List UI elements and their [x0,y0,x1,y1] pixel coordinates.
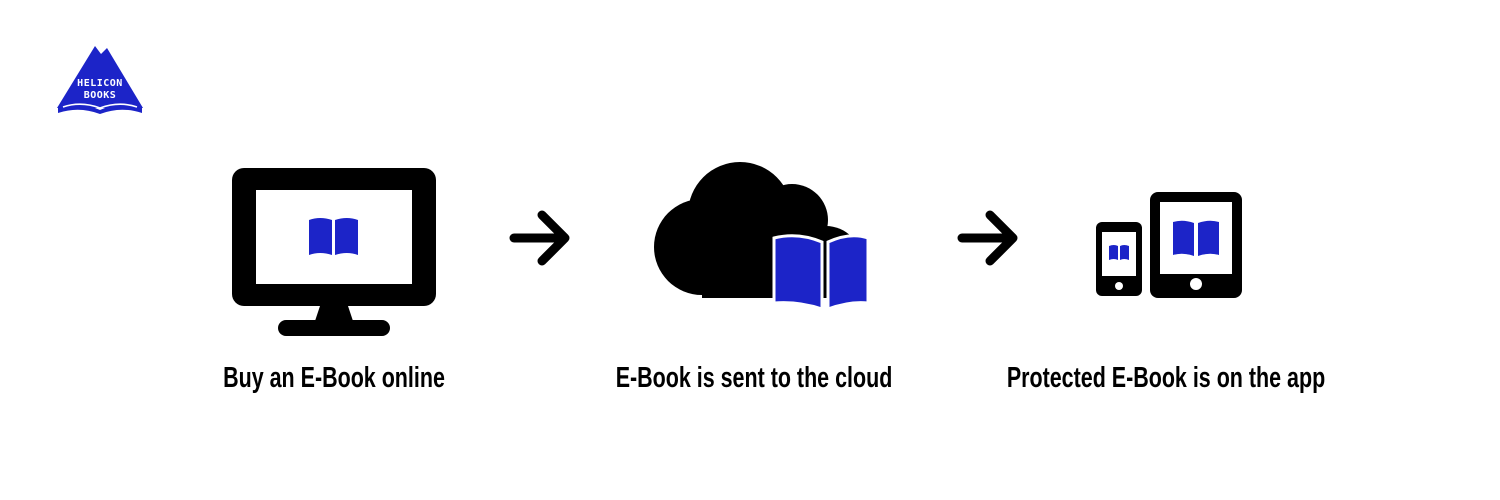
step-1-label: Buy an E-Book online [223,362,445,394]
logo-line-1: HELICON [77,78,123,89]
step-2-label: E-Book is sent to the cloud [615,362,893,394]
monitor-with-book-icon [232,168,436,338]
open-book-icon [309,218,358,255]
tablet-icon [1150,192,1242,298]
step-3-label: Protected E-Book is on the app [1006,362,1326,394]
arrow-right-icon [508,206,572,270]
phone-and-tablet-with-book-icon [1094,192,1244,298]
arrow-right-icon [956,206,1020,270]
open-book-icon [772,234,870,312]
mountain-book-logo-icon: HELICON BOOKS [57,46,143,114]
helicon-books-logo: HELICON BOOKS [55,44,145,116]
logo-line-2: BOOKS [84,90,117,101]
phone-icon [1096,222,1142,296]
cloud-with-book-icon [652,162,872,314]
